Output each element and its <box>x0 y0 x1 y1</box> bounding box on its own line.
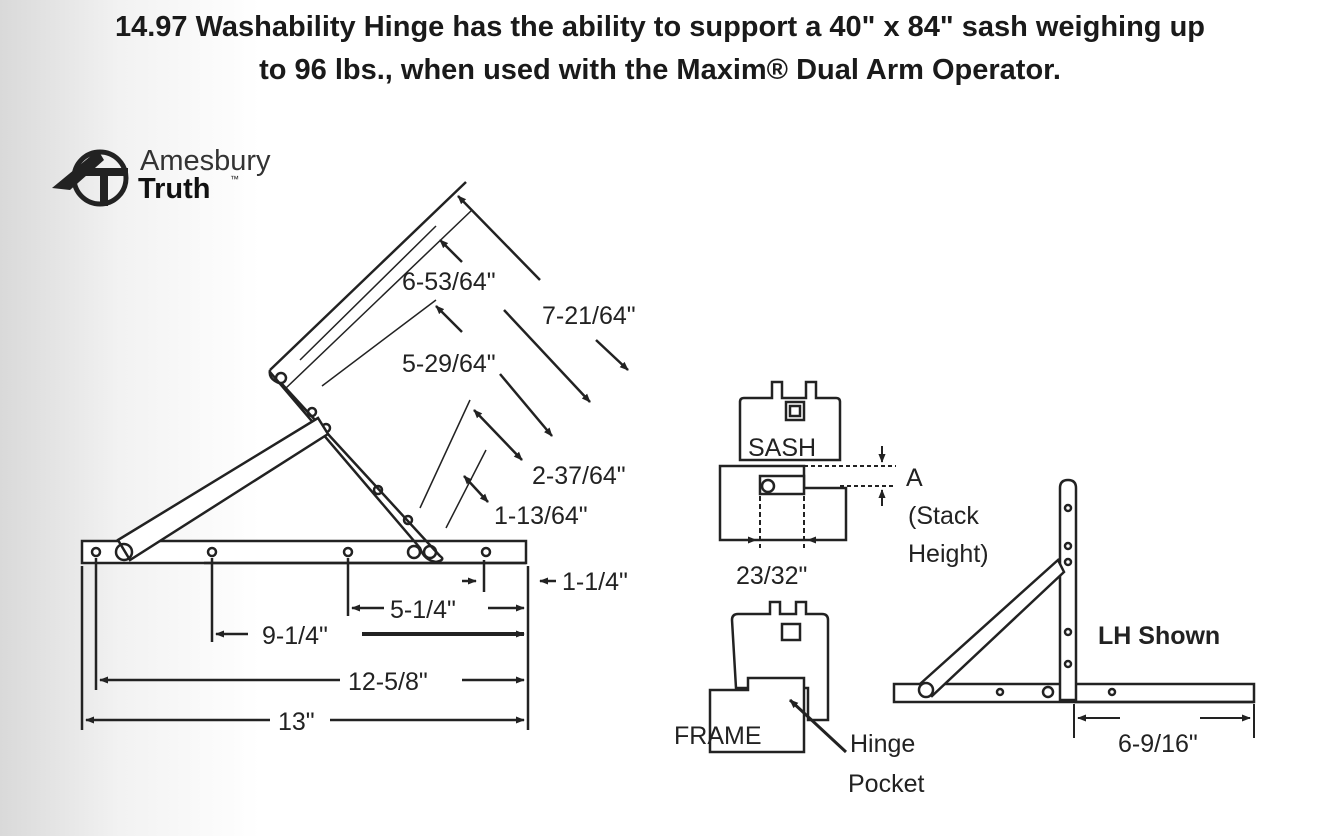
dim-5-1-4: 5-1/4" <box>390 596 456 624</box>
dim-1-13-64: 1-13/64" <box>494 502 588 530</box>
main-view-dimensions <box>80 195 629 730</box>
title-line-1: 14.97 Washability Hinge has the ability … <box>114 11 1206 43</box>
sash-label: SASH <box>748 434 816 462</box>
section-view <box>708 380 848 754</box>
dim-9-1-4: 9-1/4" <box>262 622 328 650</box>
stack-height-line-1: (Stack <box>908 502 979 530</box>
dim-5-29-64: 5-29/64" <box>402 350 496 378</box>
logo-mark-icon <box>52 149 129 207</box>
dim-6-9-16: 6-9/16" <box>1118 730 1198 758</box>
hinge-pocket-line-1: Hinge <box>850 730 915 758</box>
dim-13: 13" <box>278 708 315 736</box>
stack-height-line-2: Height) <box>908 540 989 568</box>
title-line-2: to 96 lbs., when used with the Maxim® Du… <box>259 54 1061 86</box>
amesbury-truth-logo: Amesbury Truth ™ <box>52 145 271 207</box>
diagram-title: 14.97 Washability Hinge has the ability … <box>0 6 1320 92</box>
frame-label: FRAME <box>674 722 762 750</box>
logo-text-truth: Truth <box>138 173 211 205</box>
dim-7-21-64: 7-21/64" <box>542 302 636 330</box>
side-view-dimensions <box>1073 704 1255 738</box>
section-view-dimensions <box>740 446 896 754</box>
logo-text-amesbury: Amesbury <box>140 145 271 177</box>
main-hinge-view <box>80 181 528 565</box>
dim-23-32: 23/32" <box>736 562 807 590</box>
logo-trademark: ™ <box>230 174 239 184</box>
support-arm <box>114 416 422 562</box>
lh-shown-label: LH Shown <box>1098 622 1220 650</box>
dim-12-5-8: 12-5/8" <box>348 668 428 696</box>
side-view <box>892 478 1256 704</box>
dim-1-1-4: 1-1/4" <box>562 568 628 596</box>
dim-6-53-64: 6-53/64" <box>402 268 496 296</box>
hinge-pocket-line-2: Pocket <box>848 770 924 798</box>
dim-2-37-64: 2-37/64" <box>532 462 626 490</box>
a-label: A <box>906 464 923 492</box>
